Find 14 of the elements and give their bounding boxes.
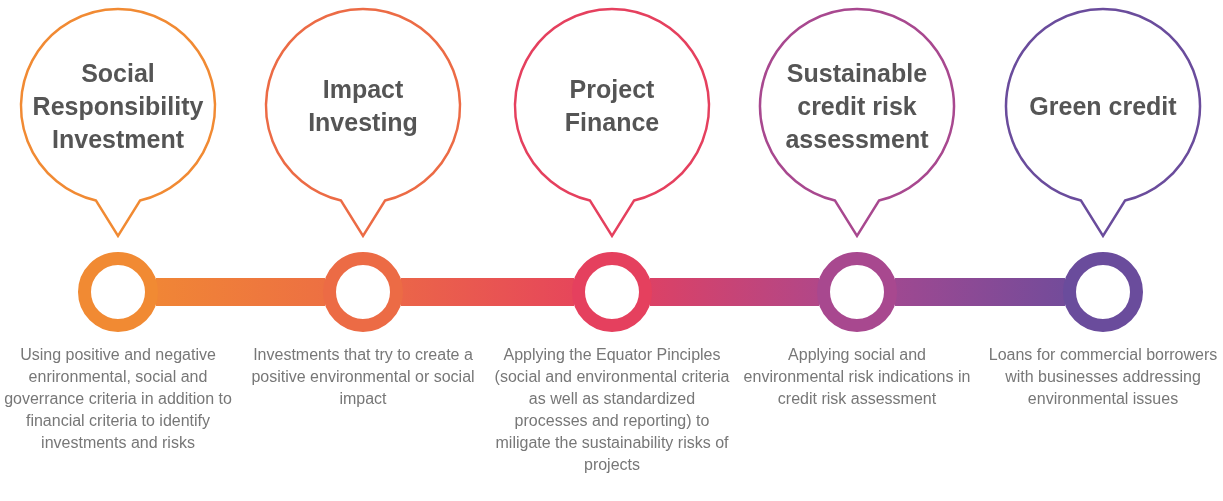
connector-bar <box>650 278 819 306</box>
bubble-title: Green credit <box>1029 90 1177 122</box>
connector-bar <box>895 278 1065 306</box>
description-text: Using positive and negative enrironmental, social and goverrance criteria in addition to financial criteria to identify investments and risks <box>3 345 233 453</box>
bubble-title: Sustainable credit risk assessment <box>784 57 930 155</box>
description-text: Investments that try to create a positive environmental or social impact <box>250 345 476 409</box>
bubble-title: Impact Investing <box>307 74 419 138</box>
description-text: Applying the Equator Pinciples (social and environmental criteria as well as standardized processes and reporting) to miligate the sustainability risks of projects <box>494 345 730 475</box>
description-text: Applying social and environmental risk indications in credit risk assessment <box>742 345 972 409</box>
bubble-title: Project Finance <box>563 74 661 138</box>
bubble-title: Social Responsibility Investment <box>32 57 204 155</box>
connector-bar <box>401 278 574 306</box>
connector-bar <box>156 278 325 306</box>
description-text: Loans for commercial borrowers with businesses addressing environmental issues <box>987 345 1219 409</box>
